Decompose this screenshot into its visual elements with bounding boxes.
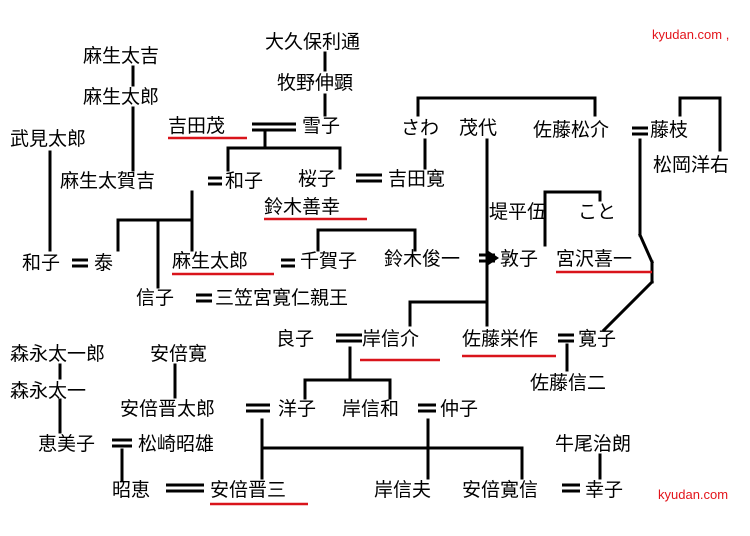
name-kazuko-takemi: 和子 — [22, 252, 61, 274]
name-koto: こと — [578, 201, 617, 223]
name-aso-taro-sr: 麻生太郎 — [83, 86, 160, 108]
name-aso-takichi: 麻生太吉 — [83, 45, 160, 67]
name-yukiko: 雪子 — [302, 115, 341, 137]
line-fujie-hiroko-d — [601, 279, 655, 333]
name-abe-shintaro: 安倍晋太郎 — [120, 398, 216, 420]
name-aso-taro: 麻生太郎 — [172, 250, 249, 272]
name-kishi-nobusuke: 岸信介 — [362, 328, 420, 350]
name-atsuko: 敦子 — [500, 248, 539, 270]
name-moyo: 茂代 — [459, 117, 498, 139]
name-sachiko: 幸子 — [585, 479, 624, 501]
name-morinaga-taichi: 森永太一 — [10, 380, 87, 402]
name-mikasa-tomohito: 三笠宮寛仁親王 — [215, 287, 349, 309]
name-hiroko: 寛子 — [578, 328, 617, 350]
name-chikako: 千賀子 — [300, 250, 358, 272]
name-yoko: 洋子 — [278, 398, 317, 420]
watermark-bottom: kyudan.com — [658, 487, 729, 502]
name-suzuki-shunichi: 鈴木俊一 — [384, 248, 461, 270]
name-suzuki-zenko: 鈴木善幸 — [264, 196, 341, 218]
name-yoshida-shigeru: 吉田茂 — [168, 115, 226, 137]
name-yasushi: 泰 — [94, 252, 114, 274]
name-sato-eisaku: 佐藤栄作 — [462, 328, 539, 350]
name-nobuko: 信子 — [136, 287, 175, 309]
name-matsuoka-yosuke: 松岡洋右 — [653, 154, 730, 176]
name-sato-matsusuke: 佐藤松介 — [533, 119, 610, 141]
name-fujie: 藤枝 — [650, 119, 689, 141]
name-abe-shinzo: 安倍晋三 — [210, 479, 287, 501]
arrow-to-atsuko — [487, 250, 499, 266]
name-kishi-nobuo: 岸信夫 — [374, 479, 432, 501]
name-miyazawa-kiichi: 宮沢喜一 — [556, 248, 633, 270]
name-kazuko-aso: 和子 — [225, 170, 264, 192]
name-makino-nobuaki: 牧野伸顕 — [277, 72, 354, 94]
name-emiko: 恵美子 — [38, 433, 96, 455]
name-sawa: さわ — [401, 117, 440, 139]
name-ushio-haruo: 牛尾治朗 — [555, 433, 632, 455]
name-yoshida-hiroshi: 吉田寛 — [388, 168, 446, 190]
name-abe-hironobu: 安倍寛信 — [462, 479, 539, 501]
name-yoshiko: 良子 — [276, 328, 315, 350]
name-sakurako: 桜子 — [298, 168, 337, 190]
name-nakako: 仲子 — [440, 398, 479, 420]
name-sato-shinji: 佐藤信二 — [530, 372, 607, 394]
name-takemi-taro: 武見太郎 — [10, 128, 87, 150]
name-morinaga-taichiro: 森永太一郎 — [10, 343, 106, 365]
name-tsutsumi-heigo: 堤平伍 — [489, 201, 547, 223]
line-fujie-hiroko-b — [638, 233, 654, 264]
name-abe-kan: 安倍寛 — [150, 343, 208, 365]
name-akie: 昭恵 — [112, 479, 151, 501]
watermark-top: kyudan.com , — [652, 27, 730, 42]
name-okubo-toshimichi: 大久保利通 — [265, 31, 361, 53]
name-aso-takakichi: 麻生太賀吉 — [60, 170, 156, 192]
name-kishi-nobukazu: 岸信和 — [342, 398, 400, 420]
name-matsuzaki-akio: 松崎昭雄 — [138, 433, 215, 455]
